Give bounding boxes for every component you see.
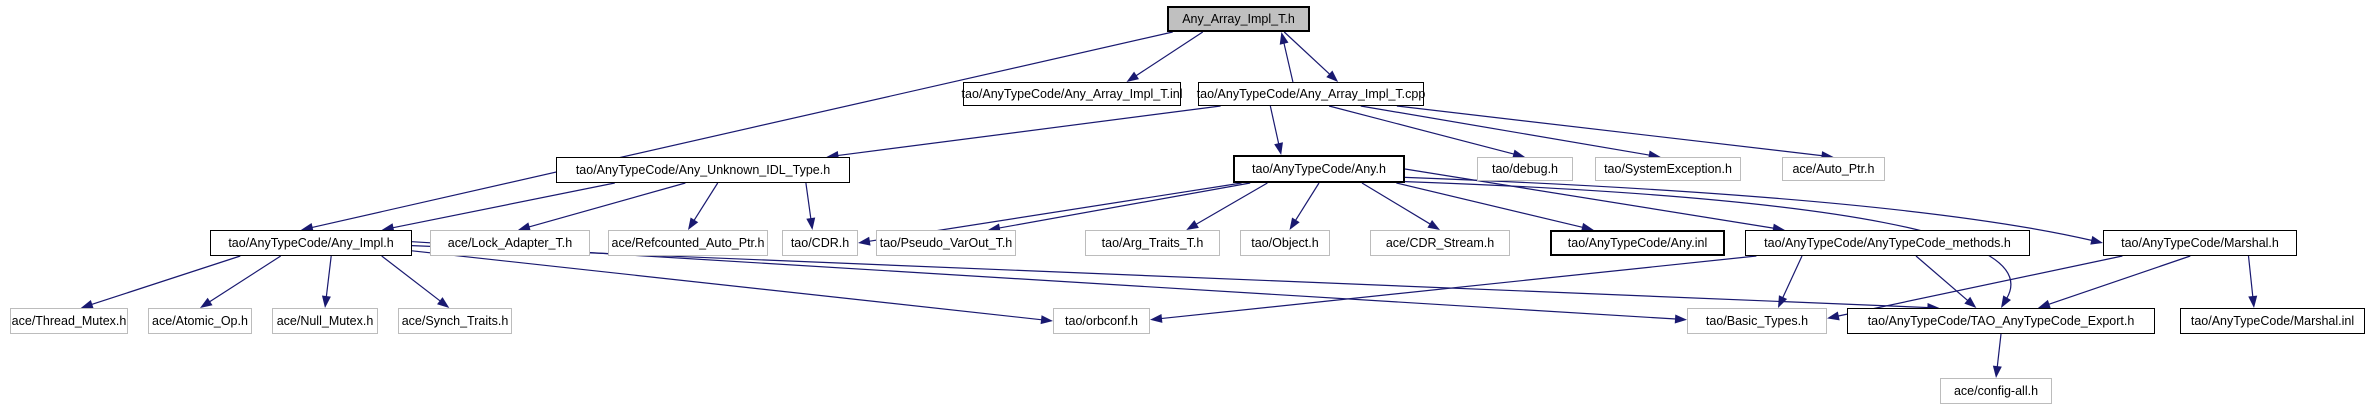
node-sysex[interactable]: tao/SystemException.h [1595, 157, 1741, 181]
node-orbconf[interactable]: tao/orbconf.h [1053, 308, 1150, 334]
node-debug[interactable]: tao/debug.h [1477, 157, 1573, 181]
node-marshalinl[interactable]: tao/AnyTypeCode/Marshal.inl [2180, 308, 2365, 334]
node-marshal[interactable]: tao/AnyTypeCode/Marshal.h [2103, 230, 2297, 256]
node-atomic[interactable]: ace/Atomic_Op.h [148, 308, 252, 334]
node-inl[interactable]: tao/AnyTypeCode/Any_Array_Impl_T.inl [962, 82, 1182, 106]
node-cdrstream[interactable]: ace/CDR_Stream.h [1370, 230, 1510, 256]
node-argtraits[interactable]: tao/Arg_Traits_T.h [1085, 230, 1220, 256]
node-unknown[interactable]: tao/AnyTypeCode/Any_Unknown_IDL_Type.h [556, 157, 850, 183]
node-h[interactable]: Any_Array_Impl_T.h [1167, 6, 1310, 32]
node-anyinl[interactable]: tao/AnyTypeCode/Any.inl [1550, 230, 1725, 256]
node-cdr[interactable]: tao/CDR.h [782, 230, 858, 256]
node-methods[interactable]: tao/AnyTypeCode/AnyTypeCode_methods.h [1745, 230, 2030, 256]
node-autoptr[interactable]: ace/Auto_Ptr.h [1782, 157, 1885, 181]
node-refc[interactable]: ace/Refcounted_Auto_Ptr.h [608, 230, 768, 256]
node-thread[interactable]: ace/Thread_Mutex.h [10, 308, 128, 334]
node-cpp[interactable]: tao/AnyTypeCode/Any_Array_Impl_T.cpp [1197, 82, 1425, 106]
node-synch[interactable]: ace/Synch_Traits.h [398, 308, 512, 334]
node-basictypes[interactable]: tao/Basic_Types.h [1687, 308, 1827, 334]
node-pseudo[interactable]: tao/Pseudo_VarOut_T.h [876, 230, 1016, 256]
node-anyimpl[interactable]: tao/AnyTypeCode/Any_Impl.h [210, 230, 412, 256]
node-taoexport[interactable]: tao/AnyTypeCode/TAO_AnyTypeCode_Export.h [1847, 308, 2155, 334]
node-configall[interactable]: ace/config-all.h [1940, 378, 2052, 404]
node-lock[interactable]: ace/Lock_Adapter_T.h [430, 230, 590, 256]
node-any[interactable]: tao/AnyTypeCode/Any.h [1233, 155, 1405, 183]
node-nullm[interactable]: ace/Null_Mutex.h [272, 308, 378, 334]
node-object[interactable]: tao/Object.h [1240, 230, 1330, 256]
